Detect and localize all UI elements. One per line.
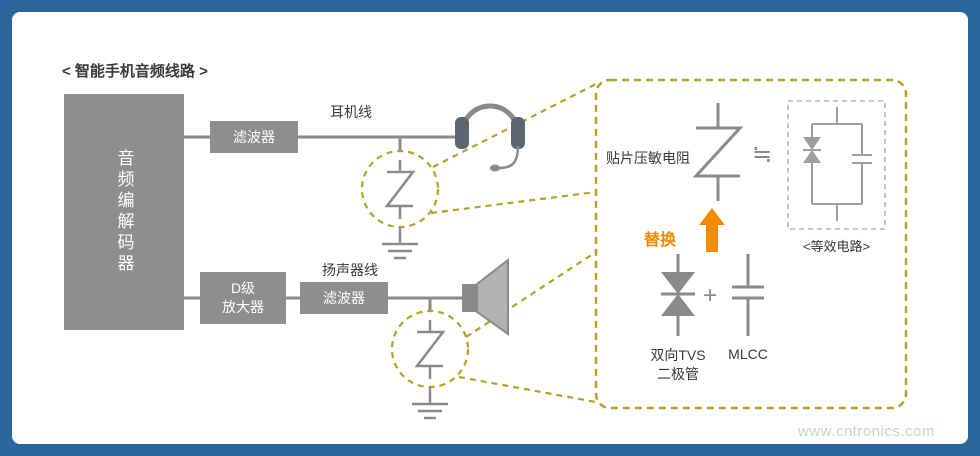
filter-box-speaker: 滤波器 <box>300 282 388 314</box>
diagram-title: < 智能手机音频线路 > <box>62 63 208 80</box>
watermark: www.cntronics.com <box>798 423 935 440</box>
filter-box-headphone: 滤波器 <box>210 121 298 153</box>
mlcc-label: MLCC <box>728 346 768 362</box>
tvs-diode-label: 双向TVS 二极管 <box>650 347 706 382</box>
audio-codec-box: 音频编解码器 <box>64 94 184 330</box>
headphone-line-label: 耳机线 <box>330 104 372 120</box>
equivalent-circuit-label: <等效电路> <box>802 239 871 254</box>
class-d-amp-box: D级 放大器 <box>200 272 286 324</box>
equivalence-symbol: ≒ <box>752 141 773 168</box>
plus-symbol: + <box>703 282 718 309</box>
speaker-line-label: 扬声器线 <box>322 262 378 278</box>
chip-varistor-label: 贴片压敏电阻 <box>606 150 690 166</box>
replace-label: 替换 <box>644 232 677 249</box>
